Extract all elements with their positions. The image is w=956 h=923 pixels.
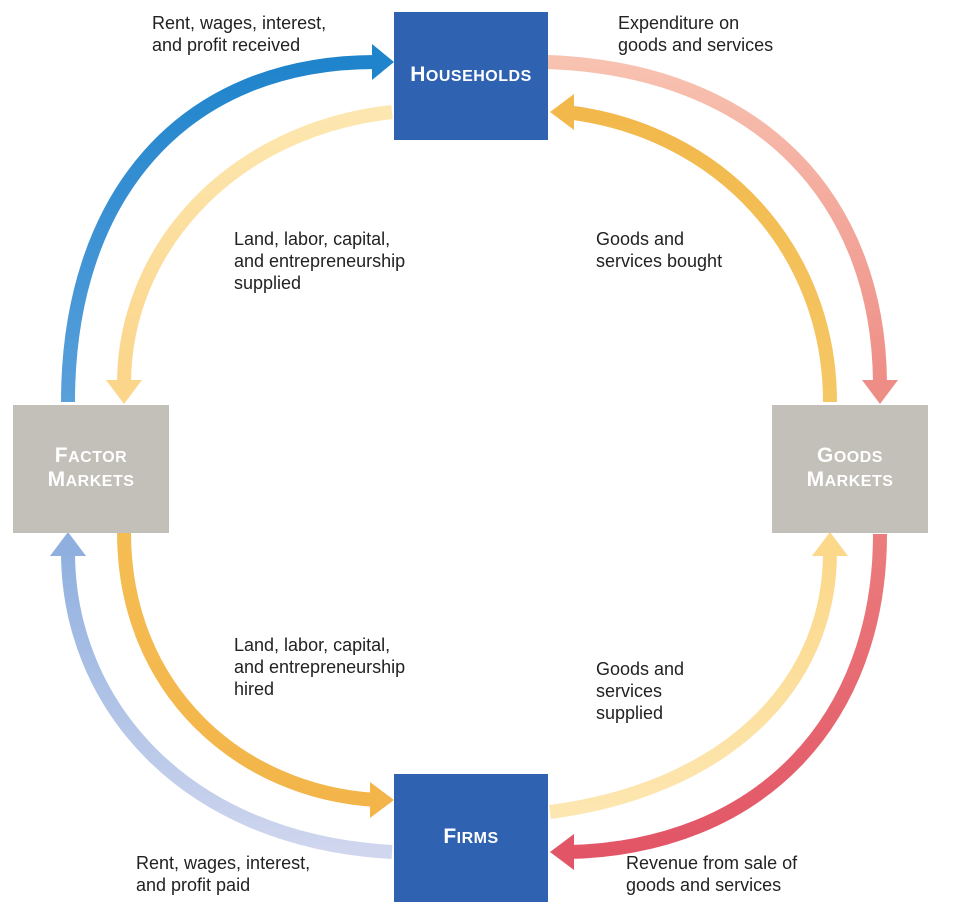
label-expenditure: Expenditure on goods and services bbox=[618, 12, 773, 56]
label-rent-received: Rent, wages, interest, and profit receiv… bbox=[152, 12, 326, 56]
arrow-expenditure bbox=[547, 55, 887, 387]
label-rent-received-line1: Rent, wages, interest, bbox=[152, 13, 327, 33]
arrowhead-expenditure bbox=[862, 380, 898, 404]
arrow-rent-paid bbox=[61, 551, 393, 859]
label-revenue-line1: Revenue from sale of bbox=[626, 853, 798, 873]
arrow-revenue bbox=[567, 533, 887, 859]
goods-markets-box: GOODS MARKETS bbox=[772, 405, 928, 533]
label-factors-supplied: Land, labor, capital, and entrepreneursh… bbox=[234, 228, 405, 294]
label-factors-supplied-line2: and entrepreneurship bbox=[234, 251, 406, 271]
arrowhead-goods-supplied bbox=[812, 532, 848, 556]
label-goods-supplied-line2: services bbox=[596, 681, 663, 701]
households-box: HOUSEHOLDS bbox=[394, 12, 548, 140]
arrow-factors-hired bbox=[117, 531, 377, 807]
label-revenue-line2: goods and services bbox=[626, 875, 782, 895]
arrowhead-rent-received bbox=[372, 44, 394, 80]
label-factors-hired-line2: and entrepreneurship bbox=[234, 657, 406, 677]
label-goods-supplied-line1: Goods and bbox=[596, 659, 685, 679]
label-factors-supplied-line3: supplied bbox=[234, 273, 302, 293]
arrowhead-factors-supplied bbox=[106, 380, 142, 404]
label-factors-supplied-line1: Land, labor, capital, bbox=[234, 229, 391, 249]
factor-markets-box: FACTOR MARKETS bbox=[13, 405, 169, 533]
label-rent-paid-line2: and profit paid bbox=[136, 875, 251, 895]
arrow-factors-supplied bbox=[117, 105, 393, 385]
arrowhead-factors-hired bbox=[370, 782, 394, 818]
label-factors-hired: Land, labor, capital, and entrepreneursh… bbox=[234, 634, 405, 700]
label-goods-supplied-line3: supplied bbox=[596, 703, 664, 723]
label-factors-hired-line1: Land, labor, capital, bbox=[234, 635, 391, 655]
goods-markets-label-line2: MARKETS bbox=[806, 468, 894, 491]
label-revenue: Revenue from sale of goods and services bbox=[626, 852, 797, 896]
factor-markets-label-line1: FACTOR bbox=[54, 444, 128, 467]
arrowhead-rent-paid bbox=[50, 532, 86, 556]
arrow-rent-received bbox=[61, 54, 381, 403]
label-rent-paid: Rent, wages, interest, and profit paid bbox=[136, 852, 310, 896]
label-rent-received-line2: and profit received bbox=[152, 35, 301, 55]
factor-markets-label-line2: MARKETS bbox=[47, 468, 135, 491]
label-expenditure-line2: goods and services bbox=[618, 35, 774, 55]
label-goods-supplied: Goods and services supplied bbox=[596, 658, 684, 724]
arrowhead-revenue bbox=[550, 834, 574, 870]
arrow-goods-bought bbox=[565, 105, 837, 403]
arrowhead-goods-bought bbox=[550, 94, 574, 130]
goods-markets-label-line1: GOODS bbox=[817, 444, 883, 467]
firms-box: FIRMS bbox=[394, 774, 548, 902]
firms-label: FIRMS bbox=[443, 825, 499, 848]
arrow-goods-supplied bbox=[549, 551, 837, 819]
label-factors-hired-line3: hired bbox=[234, 679, 275, 699]
label-expenditure-line1: Expenditure on bbox=[618, 13, 740, 33]
label-goods-bought-line2: services bought bbox=[596, 251, 723, 271]
label-goods-bought: Goods and services bought bbox=[596, 228, 722, 272]
label-rent-paid-line1: Rent, wages, interest, bbox=[136, 853, 311, 873]
label-goods-bought-line1: Goods and bbox=[596, 229, 685, 249]
households-label: HOUSEHOLDS bbox=[410, 63, 532, 86]
